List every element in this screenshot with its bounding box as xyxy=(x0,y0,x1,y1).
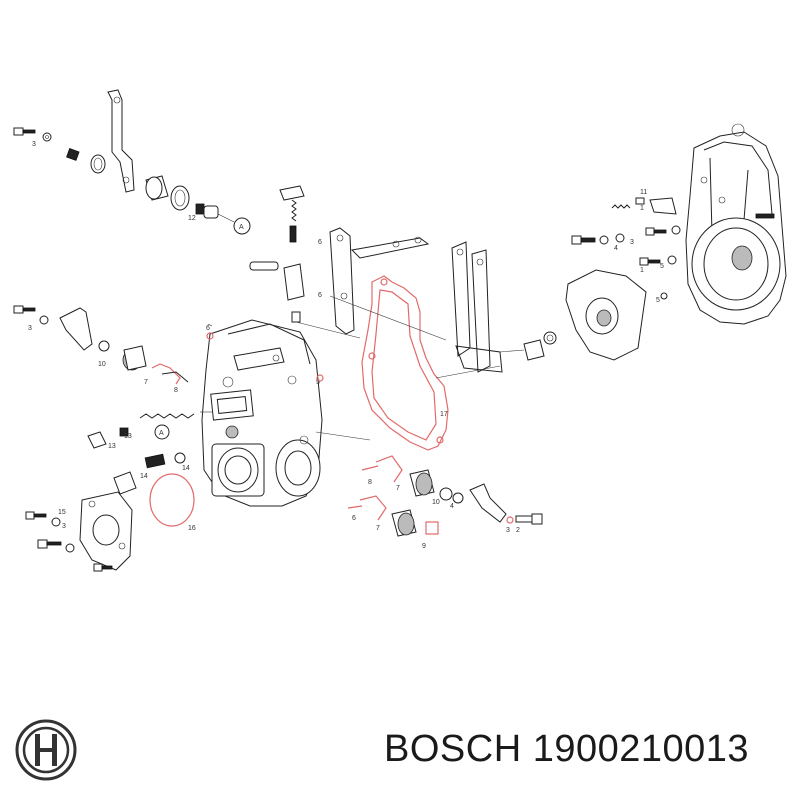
callout-15: 15 xyxy=(58,509,66,516)
center-top-parts xyxy=(249,185,361,339)
callout-7-bottom-b: 7 xyxy=(376,525,380,532)
callout-3-bottom: 3 xyxy=(506,527,510,534)
right-governor-housing: 11 1 4 3 5 1 5 xyxy=(571,123,787,325)
callout-12: 12 xyxy=(188,215,196,222)
screw-right-a xyxy=(571,233,625,245)
callout-6-center: 6 xyxy=(318,239,322,246)
brand-part-number-label: BOSCH 1900210013 xyxy=(384,728,749,771)
screw-bottom-left-b xyxy=(37,539,75,553)
callout-5-body: 5 xyxy=(316,379,320,386)
callout-14: 14 xyxy=(140,473,148,480)
callout-13: 13 xyxy=(124,433,132,440)
callout-14-b: 14 xyxy=(182,465,190,472)
screw-mid-left xyxy=(13,305,49,325)
brand-name: BOSCH xyxy=(384,728,522,770)
main-pump-body: A 13 13 14 14 6 5 xyxy=(87,319,371,507)
callout-13-b: 13 xyxy=(108,443,116,450)
callout-10-bottom: 10 xyxy=(432,499,440,506)
part-number: 1900210013 xyxy=(532,728,750,770)
screw-bottom-left-a xyxy=(25,511,61,527)
o-ring-16: 16 xyxy=(149,473,196,532)
callout-3-right: 3 xyxy=(630,239,634,246)
callout-2: 2 xyxy=(516,527,520,534)
callout-6-center-b: 6 xyxy=(318,292,322,299)
callout-16: 16 xyxy=(188,525,196,532)
callout-7-left: 7 xyxy=(144,379,148,386)
callout-17: 17 xyxy=(440,411,448,418)
callout-10-left: 10 xyxy=(98,361,106,368)
top-left-bracket-assembly: A 3 12 xyxy=(13,89,251,235)
callout-5-right: 5 xyxy=(660,263,664,270)
callout-8-bottom: 8 xyxy=(368,479,372,486)
callout-3-top: 3 xyxy=(32,141,36,148)
left-arm-parts: 3 10 7 8 xyxy=(13,305,189,394)
brand-footer: BOSCH 1900210013 xyxy=(0,712,800,792)
screw-bottom-left-c xyxy=(93,563,113,572)
ref-label-a-left: A xyxy=(159,430,164,437)
bosch-logo xyxy=(15,719,77,781)
callout-1-right: 1 xyxy=(640,267,644,274)
callout-3-mid: 3 xyxy=(28,325,32,332)
callout-6-body: 6 xyxy=(206,325,210,332)
screw-right-b xyxy=(645,225,681,236)
callout-8-left: 8 xyxy=(174,387,178,394)
bottom-left-flange: 15 3 xyxy=(25,491,133,572)
callout-6-bottom: 6 xyxy=(352,515,356,522)
cam-block xyxy=(499,269,647,361)
ref-label-a-top: A xyxy=(239,224,244,231)
callout-7-bottom: 7 xyxy=(396,485,400,492)
callout-11: 11 xyxy=(640,189,647,196)
callout-9: 9 xyxy=(422,543,426,550)
callout-3-bottom-left: 3 xyxy=(62,523,66,530)
gasket-17: 17 xyxy=(361,275,449,451)
bottom-center-plungers: 8 7 10 4 6 7 9 3 2 xyxy=(347,455,543,550)
center-lever-plate: 6 6 xyxy=(318,227,430,335)
callout-1: 1 xyxy=(640,205,644,212)
screw-right-c xyxy=(639,255,677,266)
callout-4-bottom: 4 xyxy=(450,503,454,510)
callout-5-right-b: 5 xyxy=(656,297,660,304)
screw-top-left xyxy=(13,127,52,142)
right-center-lever xyxy=(329,241,503,379)
callout-4: 4 xyxy=(614,245,618,252)
